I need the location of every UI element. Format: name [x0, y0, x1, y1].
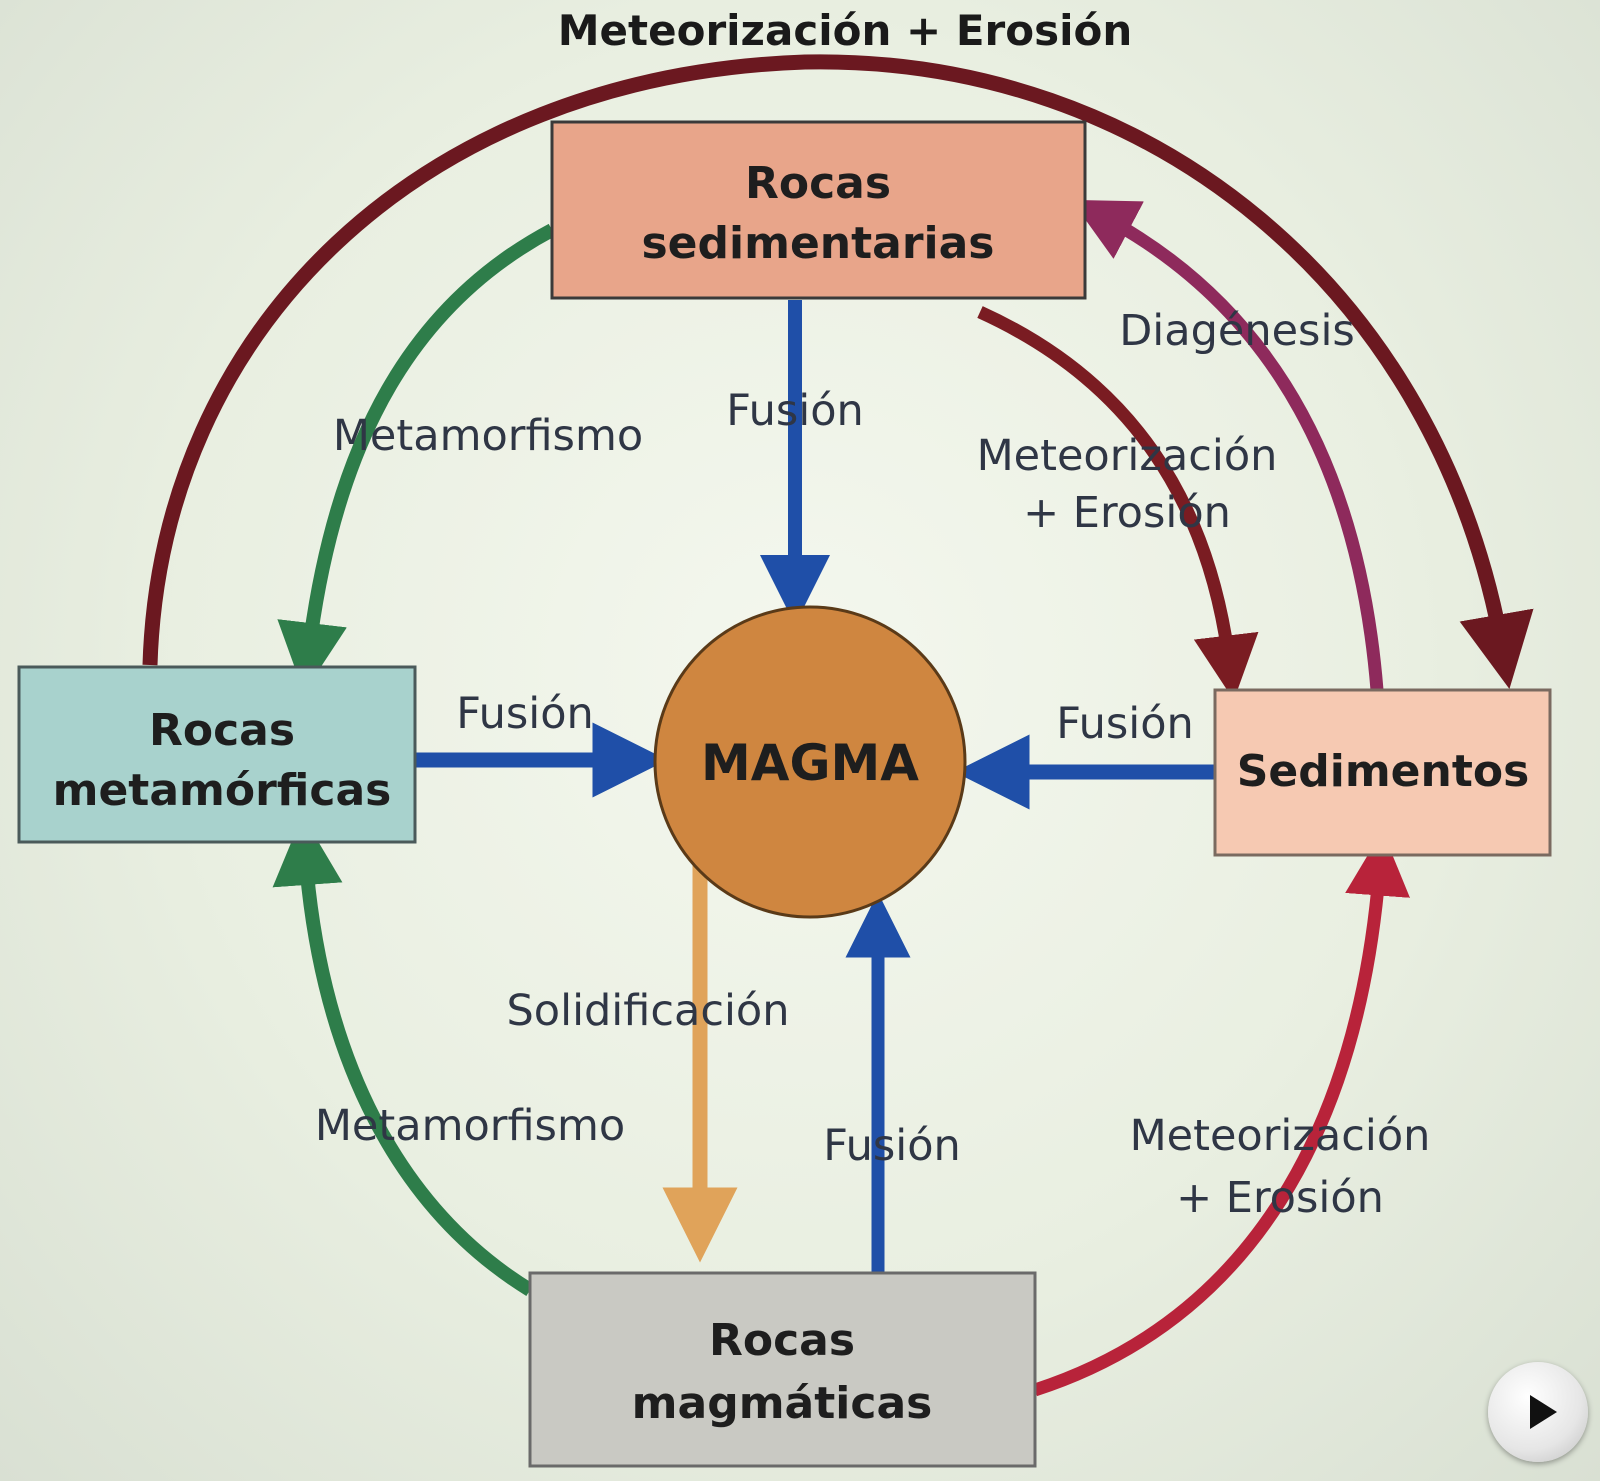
metamorfismo-upper-label: Metamorfismo — [333, 411, 643, 461]
meteorizacion-upper-arrow — [977, 306, 1259, 701]
rocas-metamorficas-line1: Rocas — [149, 705, 295, 756]
metamorfismo-upper-arrow — [277, 223, 556, 693]
rocas-sedimentarias-line1: Rocas — [745, 158, 891, 209]
rocas-metamorficas-box — [17, 665, 417, 844]
play-icon — [1530, 1395, 1557, 1429]
rocas-magmaticas-box — [528, 1271, 1037, 1468]
diagenesis-label: Diagénesis — [1119, 306, 1355, 356]
meteorizacion-lower-arrow — [1032, 830, 1410, 1397]
meteorizacion-upper-label-line1: Meteorización — [977, 431, 1278, 481]
sedimentos-label: Sedimentos — [1237, 746, 1530, 797]
outer-meteorizacion-label: Meteorización + Erosión — [558, 6, 1133, 55]
fusion-bottom-label: Fusión — [823, 1121, 961, 1171]
rocas-sedimentarias-box — [550, 120, 1087, 300]
rocas-magmaticas-line2: magmáticas — [632, 1378, 933, 1429]
rocas-metamorficas-line2: metamórficas — [53, 765, 392, 816]
metamorfismo-lower-label: Metamorfismo — [315, 1101, 625, 1151]
outer-meteorizacion-arrow — [142, 54, 1534, 689]
rocas-magmaticas-line1: Rocas — [709, 1315, 855, 1366]
meteorizacion-lower-label-line2: + Erosión — [1176, 1173, 1384, 1223]
play-button[interactable] — [1488, 1362, 1588, 1462]
meteorizacion-lower-label-line1: Meteorización — [1130, 1111, 1431, 1161]
magma-circle — [653, 605, 967, 919]
fusion-left-label: Fusión — [456, 689, 594, 739]
diagenesis-arrow — [1071, 199, 1384, 691]
solidificacion-label: Solidificación — [507, 986, 790, 1036]
magma-label: MAGMA — [701, 734, 919, 792]
metamorfismo-lower-arrow — [272, 815, 534, 1296]
fusion-top-label: Fusión — [726, 386, 864, 436]
fusion-right-label: Fusión — [1056, 699, 1194, 749]
meteorizacion-upper-label-line2: + Erosión — [1023, 488, 1231, 538]
rocas-sedimentarias-line2: sedimentarias — [641, 218, 994, 269]
sedimentos-box — [1213, 688, 1552, 857]
